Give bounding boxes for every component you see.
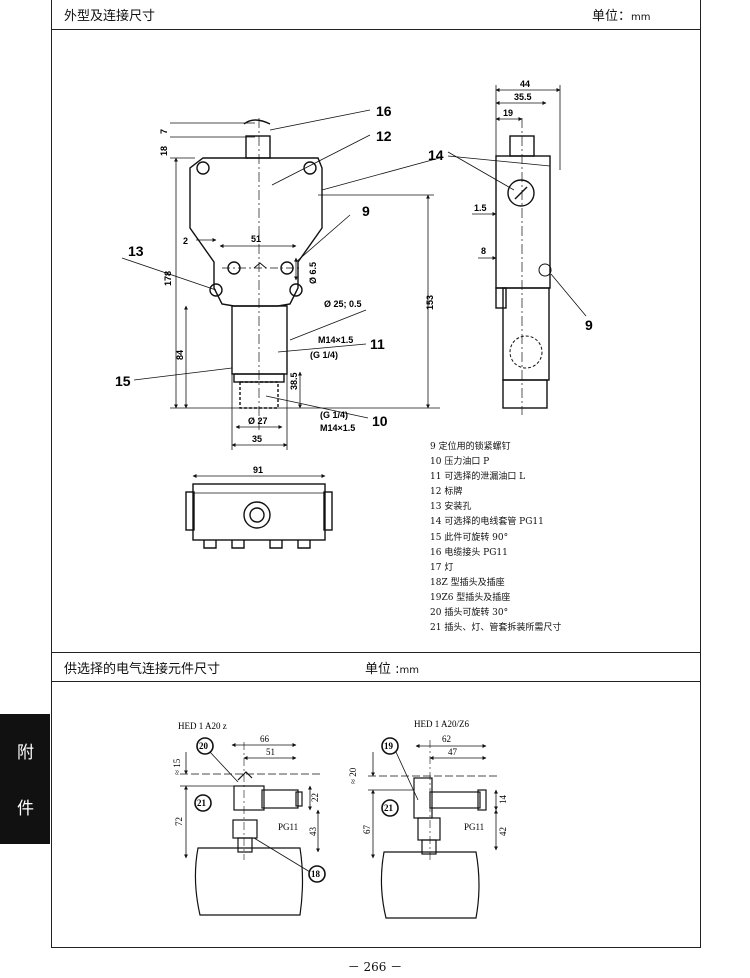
callout-21-a: 21 (194, 794, 212, 812)
callout-10: 10 (372, 413, 388, 429)
connector-b-title: HED 1 A20/Z6 (414, 719, 469, 729)
callout-20: 20 (196, 737, 214, 755)
thread-g14-lower: (G 1/4) (320, 410, 348, 420)
dim-dia-25: Ø 25; 0.5 (324, 299, 362, 309)
dim-19: 19 (503, 108, 513, 118)
dim-51-a: 51 (266, 747, 275, 757)
section-header-dimensions: 外型及连接尺寸 单位：mm (52, 0, 700, 30)
legend-item: 14 可选择的电线套管 PG11 (430, 517, 544, 528)
dim-approx-15: ≈ 15 (172, 758, 182, 775)
dim-22: 22 (310, 793, 320, 802)
legend-item: 19Z6 型插头及插座 (430, 592, 511, 603)
legend-list: 9 定位用的锁紧螺钉 10 压力油口 P 11 可选择的泄漏油口 L 12 标牌… (430, 440, 561, 636)
legend-item: 12 标牌 (430, 487, 463, 498)
callout-15: 15 (115, 373, 131, 389)
dim-14: 14 (498, 795, 508, 805)
svg-text:18: 18 (311, 869, 321, 879)
legend-item: 11 可选择的泄漏油口 L (430, 472, 526, 483)
dim-43: 43 (308, 827, 318, 837)
callout-12: 12 (376, 128, 392, 144)
side-tab: 附 件 (0, 714, 50, 844)
callout-18: 18 (308, 865, 326, 883)
legend-item: 9 定位用的锁紧螺钉 (430, 442, 511, 452)
front-view (189, 118, 323, 430)
side-view (495, 118, 552, 415)
dim-66: 66 (260, 734, 270, 744)
svg-text:20: 20 (199, 741, 209, 751)
dim-44: 44 (520, 79, 530, 89)
callout-21-b: 21 (381, 799, 399, 817)
dim-42: 42 (498, 827, 508, 836)
legend-item: 16 电缆接头 PG11 (430, 547, 508, 558)
unit-label: 单位 :mm (365, 662, 419, 677)
dim-84: 84 (175, 350, 185, 360)
pg11-label-a: PG11 (278, 822, 298, 832)
svg-text:21: 21 (197, 798, 207, 808)
legend-item: 15 此件可旋转 90° (430, 532, 509, 543)
legend-item: 13 安装孔 (430, 502, 472, 513)
dim-1-5: 1.5 (474, 203, 487, 213)
legend-item: 17 灯 (430, 562, 454, 573)
legend-item: 21 插头、灯、管套拆装所需尺寸 (430, 623, 562, 634)
legend-item: 20 插头可旋转 30° (430, 608, 509, 619)
unit-label: 单位：mm (592, 9, 651, 24)
dim-8: 8 (481, 246, 486, 256)
connector-b (380, 740, 487, 919)
legend-item: 18Z 型插头及插座 (430, 577, 505, 588)
section-title: 供选择的电气连接元件尺寸 (64, 662, 221, 677)
callout-9: 9 (362, 203, 370, 219)
page-frame: 外型及连接尺寸 单位：mm 供选择的电气连接元件尺寸 单位 :mm (51, 0, 701, 948)
side-tab-char: 件 (17, 799, 34, 819)
callout-16: 16 (376, 103, 392, 119)
dim-2: 2 (183, 236, 188, 246)
dim-7: 7 (159, 129, 169, 134)
dim-51: 51 (251, 234, 261, 244)
top-view (185, 474, 333, 549)
dim-dia-6-5: Ø 6.5 (308, 262, 318, 284)
dim-dia-27: Ø 27 (248, 416, 268, 426)
callout-13: 13 (128, 243, 144, 259)
front-dimension-lines (121, 109, 444, 450)
side-tab-char: 附 (17, 743, 34, 763)
dim-47: 47 (448, 747, 458, 757)
dim-91: 91 (253, 465, 263, 475)
callout-14: 14 (428, 147, 444, 163)
svg-text:19: 19 (384, 741, 394, 751)
svg-text:21: 21 (384, 803, 394, 813)
section-header-electrical: 供选择的电气连接元件尺寸 单位 :mm (52, 652, 700, 682)
dim-178: 178 (163, 271, 173, 286)
legend-item: 10 压力油口 P (430, 457, 490, 468)
dim-62: 62 (442, 734, 451, 744)
dim-72: 72 (174, 817, 184, 826)
dim-approx-20: ≈ 20 (348, 767, 358, 784)
side-dimension-lines (447, 85, 587, 317)
dim-67: 67 (362, 825, 372, 835)
callout-9-side: 9 (585, 317, 593, 333)
pg11-label-b: PG11 (464, 822, 484, 832)
dim-18: 18 (159, 146, 169, 156)
thread-m14-upper: M14×1.5 (318, 335, 353, 345)
dim-153: 153 (425, 295, 435, 310)
dim-35: 35 (252, 434, 262, 444)
connector-a-title: HED 1 A20 z (178, 721, 227, 731)
page-number: － 266 － (347, 960, 403, 974)
callout-11: 11 (370, 336, 385, 352)
callout-19: 19 (381, 737, 399, 755)
thread-g14-upper: (G 1/4) (310, 350, 338, 360)
dim-38-5: 38.5 (289, 372, 299, 390)
section-title: 外型及连接尺寸 (64, 9, 156, 24)
connector-a (194, 742, 304, 916)
thread-m14-lower: M14×1.5 (320, 423, 355, 433)
dim-35-5: 35.5 (514, 92, 532, 102)
